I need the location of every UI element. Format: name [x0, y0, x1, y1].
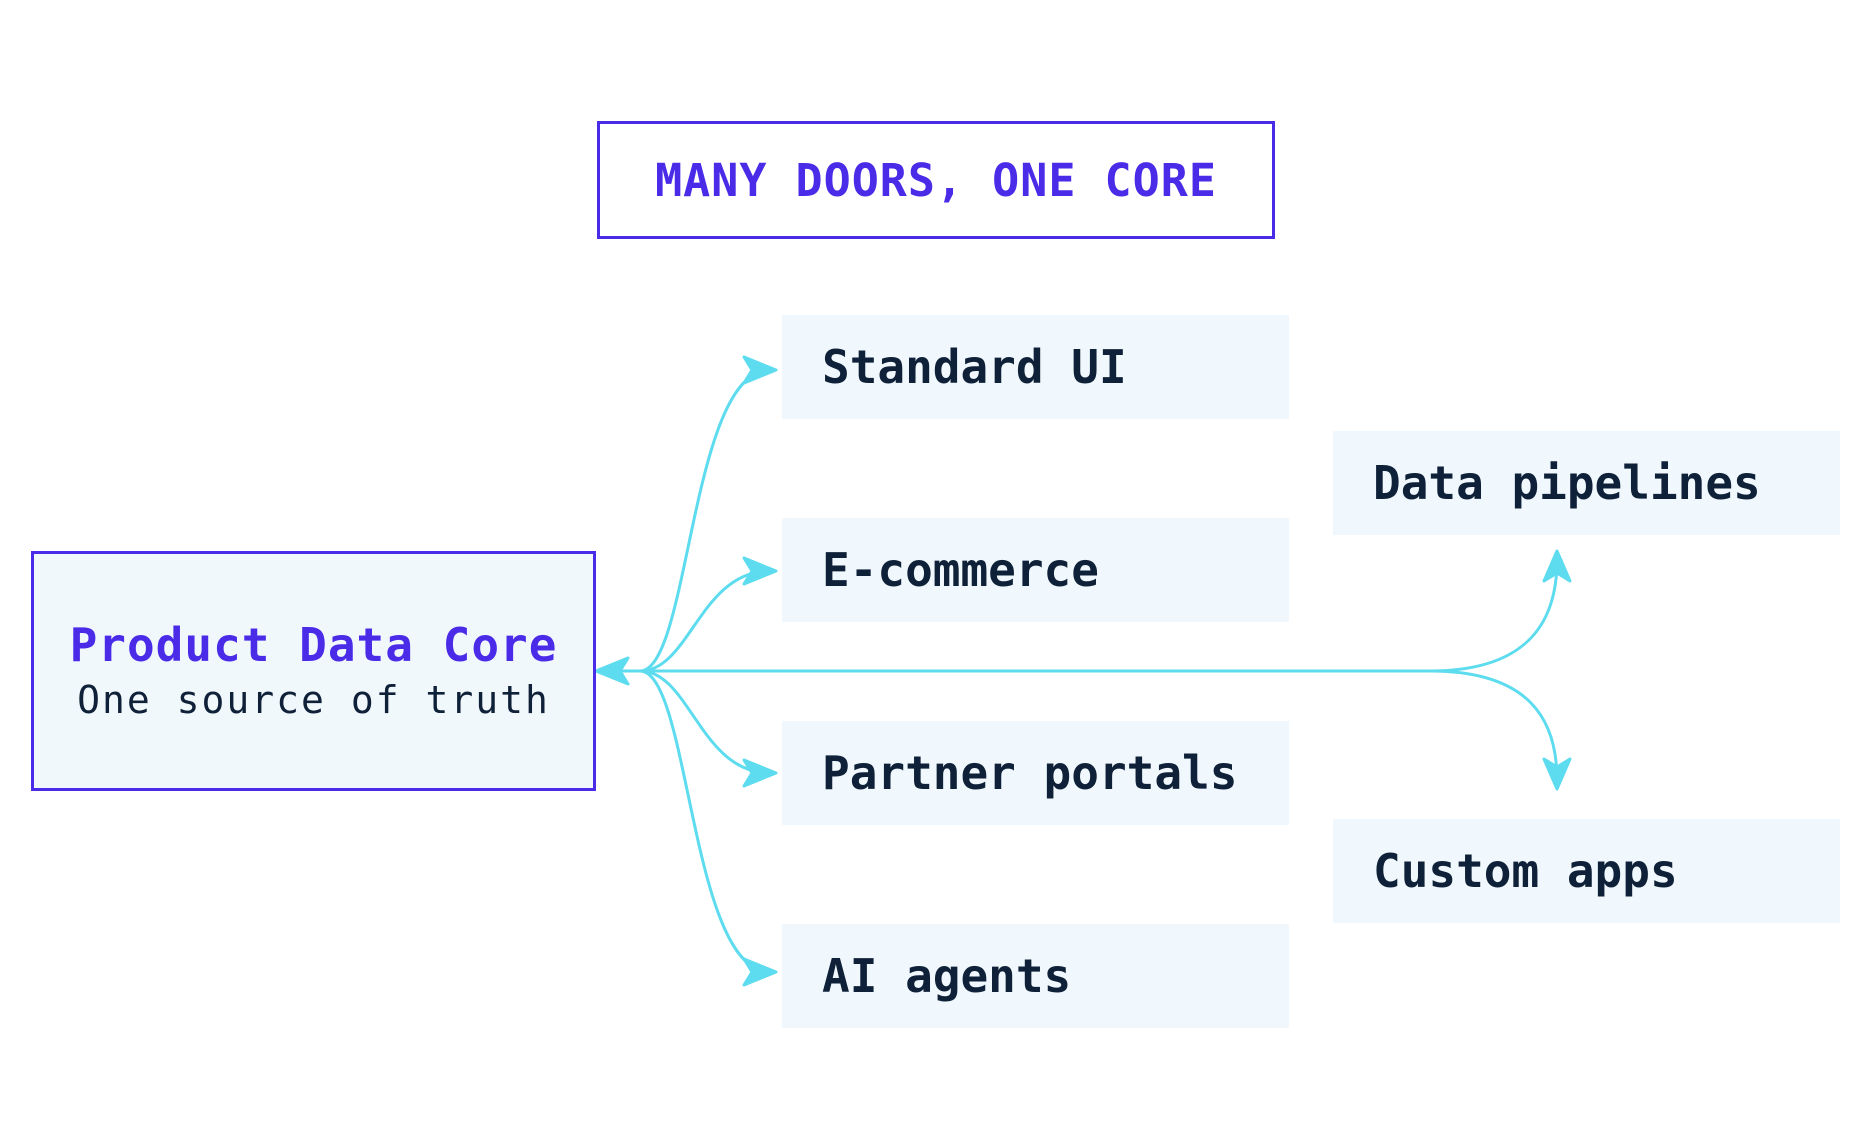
- product-data-core-box: Product Data Core One source of truth: [31, 551, 596, 791]
- door-partner-portals: Partner portals: [782, 721, 1289, 825]
- connector-data-pipelines: [1428, 558, 1559, 673]
- core-subtitle: One source of truth: [77, 678, 550, 722]
- arrowhead-ai-agents: [742, 957, 778, 987]
- connector-partner-portals: [638, 669, 772, 775]
- diagram-title: MANY DOORS, ONE CORE: [655, 153, 1217, 207]
- arrowhead-standard-ui: [742, 355, 778, 385]
- arrowhead-partner-portals: [742, 758, 778, 788]
- door-label: AI agents: [822, 949, 1072, 1003]
- door-label: Standard UI: [822, 340, 1127, 394]
- arrowhead-custom-apps: [1542, 757, 1572, 791]
- connector-standard-ui: [638, 368, 772, 673]
- core-title: Product Data Core: [69, 618, 558, 672]
- door-label: Custom apps: [1373, 844, 1678, 898]
- connector-ai-agents: [638, 669, 772, 974]
- arrowhead-core: [594, 656, 630, 686]
- connector-ecommerce: [638, 569, 772, 673]
- connector-custom-apps: [1428, 669, 1559, 782]
- door-label: E-commerce: [822, 543, 1099, 597]
- door-ecommerce: E-commerce: [782, 518, 1289, 622]
- arrowhead-data-pipelines: [1542, 549, 1572, 583]
- door-label: Partner portals: [822, 746, 1238, 800]
- title-box: MANY DOORS, ONE CORE: [597, 121, 1275, 239]
- door-label: Data pipelines: [1373, 456, 1761, 510]
- door-custom-apps: Custom apps: [1333, 819, 1840, 923]
- door-standard-ui: Standard UI: [782, 315, 1289, 419]
- door-data-pipelines: Data pipelines: [1333, 431, 1840, 535]
- door-ai-agents: AI agents: [782, 924, 1289, 1028]
- arrowhead-ecommerce: [742, 556, 778, 586]
